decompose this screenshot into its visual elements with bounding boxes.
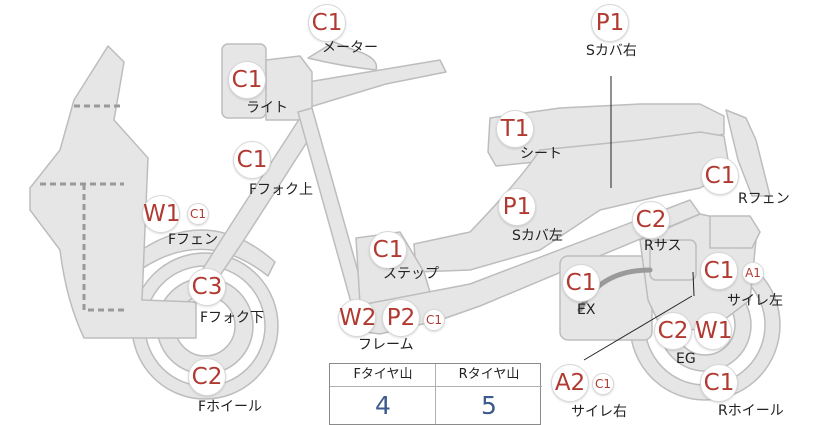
part-label-side-muffler-left: サイレ左	[727, 293, 783, 309]
front-tread-header: Fタイヤ山	[330, 364, 436, 387]
grade-badge: C2	[654, 312, 692, 350]
grade-badge: C1	[700, 252, 738, 290]
part-label-light: ライト	[246, 100, 288, 116]
part-label-front-fender: Fフェン	[168, 232, 219, 248]
muffler-shape	[709, 215, 761, 249]
grade-badge: P2	[382, 299, 420, 337]
grade-badge-small: C1	[187, 203, 209, 225]
grade-badge: C3	[188, 268, 226, 306]
part-label-side-muffler-right: サイレ右	[571, 404, 627, 420]
grade-badge: C1	[369, 231, 407, 269]
part-label-seat: シート	[520, 146, 562, 162]
rear-tread-header: Rタイヤ山	[436, 364, 542, 387]
front-tread-value: 4	[375, 391, 391, 420]
part-label-engine: EG	[676, 351, 696, 367]
tire-tread-table: Fタイヤ山 Rタイヤ山 4 5	[329, 363, 542, 425]
grade-badge: C1	[233, 141, 271, 179]
grade-badge: C1	[228, 61, 266, 99]
grade-badge: W2	[338, 299, 376, 337]
part-label-exhaust: EX	[577, 302, 596, 318]
grade-badge: C1	[700, 364, 738, 402]
rear-fender-shape	[725, 109, 771, 197]
grade-badge: C2	[188, 358, 226, 396]
part-label-front-fork-lower: Fフォク下	[200, 310, 265, 326]
part-label-front-wheel: Fホイール	[198, 399, 263, 415]
part-label-frame: フレーム	[358, 337, 414, 353]
part-label-s-cover-left: Sカバ左	[512, 228, 563, 244]
rear-tread-value: 5	[481, 391, 497, 420]
grade-badge: C1	[701, 157, 739, 195]
grade-badge: W1	[694, 312, 732, 350]
side-cover-shape	[413, 131, 731, 273]
grade-badge: P1	[591, 4, 629, 42]
grade-badge: P1	[498, 188, 536, 226]
front-cowl-shape	[29, 45, 197, 339]
grade-badge: T1	[496, 110, 534, 148]
grade-badge: C2	[632, 201, 670, 239]
part-label-front-fork-upper: Fフォク上	[249, 182, 314, 198]
part-label-meter: メーター	[322, 40, 378, 56]
grade-badge-small: C1	[423, 309, 445, 331]
grade-badge: A2	[551, 364, 589, 402]
exhaust-pipe-shape	[577, 267, 653, 313]
grade-badge: C1	[308, 4, 346, 42]
part-label-s-cover-right: Sカバ右	[586, 43, 637, 59]
part-label-step: ステップ	[383, 266, 439, 282]
part-label-rear-fender: Rフェン	[738, 191, 790, 207]
rear-suspension-shape	[649, 239, 697, 281]
part-label-rear-wheel: Rホイール	[718, 403, 784, 419]
table-divider	[435, 364, 436, 424]
grade-badge: W1	[142, 195, 180, 233]
part-label-rear-suspension: Rサス	[644, 238, 682, 254]
meter-shape	[307, 41, 378, 71]
down-tube-shape	[297, 107, 367, 307]
grade-badge: C1	[562, 264, 600, 302]
grade-badge-small: A1	[742, 262, 764, 284]
grade-badge-small: C1	[592, 373, 614, 395]
